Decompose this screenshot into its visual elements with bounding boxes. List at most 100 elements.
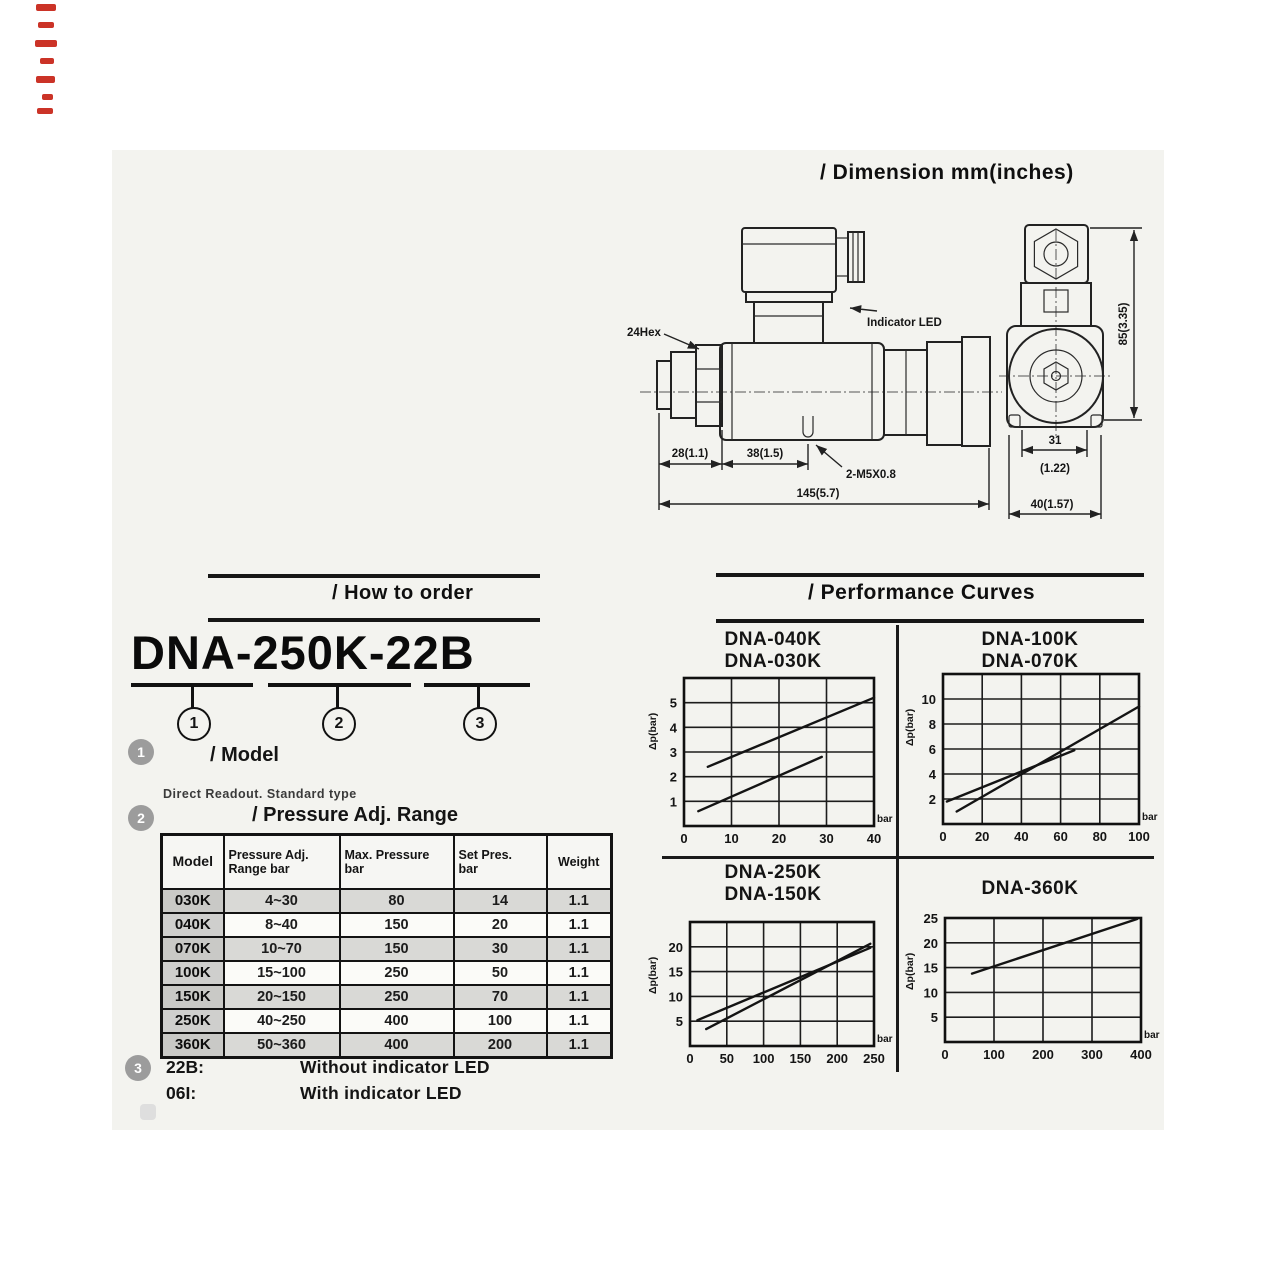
cell-set: 20	[452, 912, 548, 938]
section-rule	[208, 574, 540, 578]
svg-text:5: 5	[670, 696, 677, 711]
m5-hole	[802, 416, 814, 438]
model-underline	[131, 683, 253, 687]
pressure-table: Model Pressure Adj. Range bar Max. Press…	[160, 833, 613, 1059]
table-row: 030K 4~30 80 14 1.1	[160, 888, 613, 914]
table-header-row: Model Pressure Adj. Range bar Max. Press…	[160, 833, 613, 890]
red-scan-mark	[35, 40, 57, 47]
performance-curves-title: / Performance Curves	[808, 581, 1036, 604]
chart-title: DNA-100K DNA-070K	[901, 629, 1159, 673]
dimension-section-title: / Dimension mm(inches)	[820, 161, 1074, 184]
chart-grid-divider	[662, 856, 1154, 859]
svg-text:Δp(bar): Δp(bar)	[647, 957, 659, 994]
cell-range: 20~150	[222, 984, 341, 1010]
hex-leader-arrow	[663, 333, 700, 350]
cell-model: 070K	[160, 936, 225, 962]
svg-text:20: 20	[669, 940, 683, 955]
dim-label-38: 38(1.5)	[747, 448, 784, 460]
red-scan-mark	[38, 22, 54, 28]
svg-text:15: 15	[924, 961, 938, 976]
svg-text:Δp(bar): Δp(bar)	[904, 953, 916, 990]
section-rule	[716, 573, 1144, 577]
front-knob-circle	[1008, 328, 1104, 424]
cell-range: 8~40	[222, 912, 341, 938]
cell-weight: 1.1	[545, 888, 613, 914]
chart-title-line: DNA-360K	[981, 878, 1079, 899]
cell-range: 40~250	[222, 1008, 341, 1034]
cell-max: 150	[338, 936, 455, 962]
knurled-grip	[961, 336, 991, 447]
gray-scan-artifact	[140, 1104, 156, 1120]
cell-max: 250	[338, 984, 455, 1010]
svg-text:8: 8	[929, 717, 936, 732]
svg-text:3: 3	[670, 745, 677, 760]
red-scan-mark	[37, 108, 53, 114]
svg-text:25: 25	[924, 911, 938, 926]
cell-set: 70	[452, 984, 548, 1010]
cell-set: 100	[452, 1008, 548, 1034]
front-hex-nut	[1033, 228, 1079, 280]
red-scan-mark	[40, 58, 54, 64]
svg-text:5: 5	[676, 1014, 683, 1029]
svg-text:bar: bar	[1142, 812, 1158, 823]
option-desc-22b: Without indicator LED	[300, 1057, 490, 1077]
model-underline	[268, 683, 411, 687]
svg-text:bar: bar	[877, 814, 893, 825]
cell-model: 150K	[160, 984, 225, 1010]
cell-weight: 1.1	[545, 1008, 613, 1034]
dim-label-28: 28(1.1)	[672, 448, 709, 460]
callout-circle-1: 1	[177, 707, 211, 741]
pressure-range-label: / Pressure Adj. Range	[252, 804, 458, 826]
table-row: 250K 40~250 400 100 1.1	[160, 1008, 613, 1034]
cell-max: 250	[338, 960, 455, 986]
svg-text:40: 40	[1014, 829, 1028, 844]
table-row: 150K 20~150 250 70 1.1	[160, 984, 613, 1010]
cable-gland	[835, 237, 849, 277]
model-subtitle: Direct Readout. Standard type	[163, 787, 357, 801]
svg-text:150: 150	[790, 1051, 812, 1066]
svg-text:Δp(bar): Δp(bar)	[904, 709, 916, 746]
connector-base	[745, 291, 833, 303]
table-row: 040K 8~40 150 20 1.1	[160, 912, 613, 938]
cell-set: 30	[452, 936, 548, 962]
cell-range: 10~70	[222, 936, 341, 962]
svg-text:20: 20	[975, 829, 989, 844]
svg-text:15: 15	[669, 965, 683, 980]
svg-text:6: 6	[929, 742, 936, 757]
svg-text:0: 0	[939, 829, 946, 844]
led-leader-arrow	[849, 305, 878, 314]
col-header-set: Set Pres. bar	[452, 833, 548, 890]
badge-1: 1	[128, 739, 154, 765]
cell-weight: 1.1	[545, 984, 613, 1010]
badge-2: 2	[128, 805, 154, 831]
dimension-drawing: 24Hex Indicator LED 28(1.1) 38(1.5) 2-M5…	[627, 224, 1142, 519]
option-desc-06i: With indicator LED	[300, 1083, 462, 1103]
dim-label-40: 40(1.57)	[1031, 499, 1074, 511]
svg-text:100: 100	[983, 1047, 1005, 1062]
badge-3: 3	[125, 1055, 151, 1081]
port-collar	[670, 351, 697, 419]
cell-max: 400	[338, 1008, 455, 1034]
cell-set: 50	[452, 960, 548, 986]
svg-text:10: 10	[922, 692, 936, 707]
dim-label-85: 85(3.35)	[1118, 302, 1130, 345]
callout-stem	[477, 686, 480, 708]
dim-label-145: 145(5.7)	[797, 488, 840, 500]
col-header-weight: Weight	[545, 833, 613, 890]
section-rule	[208, 618, 540, 622]
cell-weight: 1.1	[545, 936, 613, 962]
cell-model: 360K	[160, 1032, 225, 1059]
dim-label-thread: 2-M5X0.8	[846, 469, 896, 481]
callout-stem	[336, 686, 339, 708]
table-row: 360K 50~360 400 200 1.1	[160, 1032, 613, 1059]
gland-cap	[847, 231, 865, 283]
svg-text:4: 4	[929, 767, 937, 782]
chart-title: DNA-250K DNA-150K	[646, 862, 900, 906]
svg-text:300: 300	[1081, 1047, 1103, 1062]
svg-text:200: 200	[1032, 1047, 1054, 1062]
chart-title-line: DNA-250K	[724, 862, 822, 883]
cell-model: 100K	[160, 960, 225, 986]
